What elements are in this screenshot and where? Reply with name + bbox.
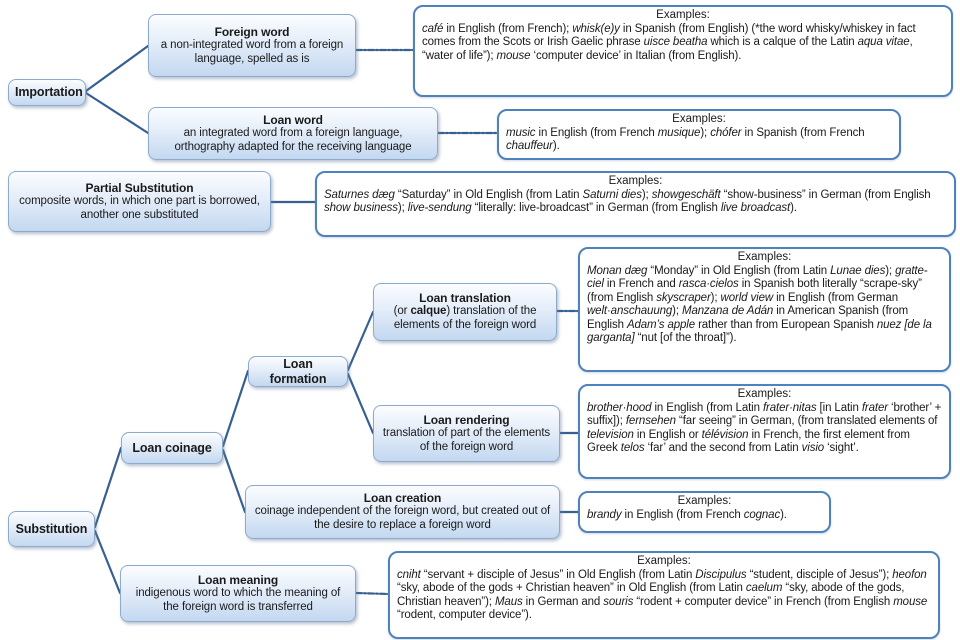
node-loan-translation-title: Loan translation	[419, 291, 511, 305]
node-loan-meaning-title: Loan meaning	[197, 572, 279, 587]
node-loan-meaning-desc: indigenous word to which the meaning of …	[135, 586, 341, 613]
examples-heading: Examples:	[737, 251, 792, 263]
node-loan-meaning: Loan meaning indigenous word to which th…	[120, 565, 356, 622]
examples-loan-creation: Examples: brandy in English (from French…	[578, 491, 831, 533]
node-loan-rendering: Loan rendering translation of part of th…	[373, 405, 560, 462]
connector-loan-formation-loan-translation	[346, 310, 375, 372]
examples-loan-creation-body: brandy in English (from French cognac).	[587, 508, 787, 521]
examples-loan-rendering-body: brother·hood in English (from Latin frat…	[587, 401, 942, 455]
connector-substitution-loan-meaning	[93, 529, 122, 595]
node-partial-substitution-desc: composite words, in which one part is bo…	[19, 194, 260, 221]
node-loan-translation: Loan translation (or calque) translation…	[373, 283, 557, 341]
examples-foreign-word: Examples: café in English (from French);…	[413, 5, 953, 97]
examples-heading: Examples:	[672, 113, 726, 125]
node-loan-coinage-title: Loan coinage	[132, 440, 212, 455]
examples-loan-meaning-body: cniht “servant + disciple of Jesus” in O…	[397, 568, 928, 622]
examples-foreign-word-body: café in English (from French); whisk(e)y…	[422, 22, 916, 62]
node-importation-title: Importation	[15, 85, 83, 99]
node-loan-formation-title: Loan formation	[269, 356, 327, 386]
connector-loan-coinage-loan-creation	[221, 448, 247, 514]
connector-loan-meaning-examples	[354, 591, 390, 596]
examples-partial-substitution-body: Saturnes dæg “Saturday” in Old English (…	[324, 188, 931, 215]
examples-loan-rendering: Examples: brother·hood in English (from …	[578, 384, 951, 479]
node-loan-rendering-desc: translation of part of the elements of t…	[382, 426, 551, 453]
node-loan-rendering-title: Loan rendering	[423, 412, 510, 427]
node-loan-formation: Loan formation	[248, 356, 348, 387]
node-substitution: Substitution	[8, 511, 95, 547]
node-loan-word-title: Loan word	[263, 112, 323, 127]
examples-loan-word-body: music in English (from French musique); …	[506, 126, 865, 153]
node-substitution-title: Substitution	[15, 521, 88, 536]
node-loan-translation-desc: (or calque) translation of the elements …	[393, 305, 537, 332]
examples-loan-translation: Examples: Monan dæg “Monday” in Old Engl…	[578, 247, 951, 372]
node-loan-creation: Loan creation coinage independent of the…	[245, 485, 560, 539]
examples-heading: Examples:	[637, 555, 691, 567]
examples-loan-meaning: Examples: cniht “servant + disciple of J…	[388, 551, 940, 639]
connector-loan-formation-loan-rendering	[346, 372, 375, 435]
node-partial-substitution-title: Partial Substitution	[85, 180, 194, 195]
node-partial-substitution: Partial Substitution composite words, in…	[8, 171, 271, 232]
connector-substitution-loan-coinage	[93, 446, 123, 529]
examples-loan-word: Examples: music in English (from French …	[497, 109, 901, 160]
node-loan-creation-title: Loan creation	[363, 491, 442, 505]
node-loan-word: Loan word an integrated word from a fore…	[148, 107, 438, 160]
node-foreign-word-title: Foreign word	[214, 24, 290, 39]
node-foreign-word-desc: a non-integrated word from a foreign lan…	[160, 38, 344, 65]
node-loan-coinage: Loan coinage	[121, 432, 223, 464]
examples-partial-substitution: Examples: Saturnes dæg “Saturday” in Old…	[315, 171, 956, 237]
examples-heading: Examples:	[608, 175, 663, 187]
connector-importation-foreign-word	[84, 44, 150, 93]
connector-importation-loan-word	[84, 91, 150, 135]
connector-loan-coinage-loan-formation	[221, 369, 250, 448]
examples-heading: Examples:	[677, 495, 732, 507]
examples-heading: Examples:	[656, 9, 710, 21]
node-foreign-word: Foreign word a non-integrated word from …	[148, 14, 356, 77]
node-loan-word-desc: an integrated word from a foreign langua…	[174, 126, 412, 153]
examples-loan-translation-body: Monan dæg “Monday” in Old English (from …	[587, 264, 932, 345]
examples-heading: Examples:	[737, 388, 792, 400]
node-importation: Importation	[8, 79, 86, 106]
node-loan-creation-desc: coinage independent of the foreign word,…	[254, 505, 551, 532]
